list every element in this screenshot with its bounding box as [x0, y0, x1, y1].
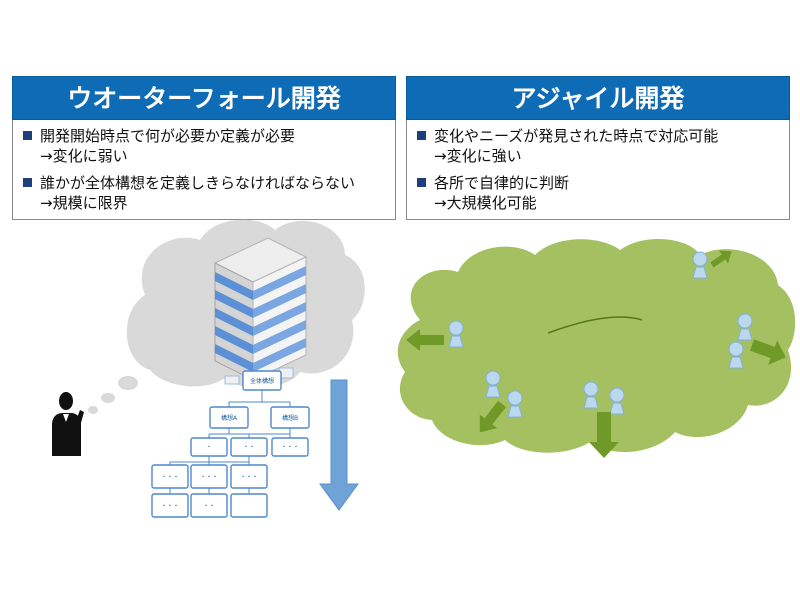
waterfall-point-2: 誰かが全体構想を定義しきらなければならない →規模に限界	[23, 173, 389, 213]
tree-node-label: ・・・	[161, 474, 179, 481]
person-icon	[485, 370, 501, 398]
down-arrow-icon	[319, 379, 359, 511]
person-icon	[737, 313, 753, 341]
tree-node-labels: 全体構想 構想A 構想B ・ ・・ ・・・ ・・・ ・・・ ・・・ ・・・ ・・	[161, 377, 299, 510]
waterfall-title: ウオーターフォール開発	[12, 76, 396, 120]
square-bullet-icon	[23, 131, 32, 140]
tree-node-label: ・・・	[240, 474, 258, 481]
arrow-up-right-icon	[710, 250, 732, 268]
arrow-down-left-icon	[479, 400, 506, 433]
tree-node-label: ・・・	[200, 474, 218, 481]
agile-people	[448, 251, 753, 418]
square-bullet-icon	[417, 178, 426, 187]
arrow-down-icon	[589, 412, 619, 458]
agile-point-1: 変化やニーズが発見された時点で対応可能 →変化に強い	[417, 126, 783, 166]
person-icon	[692, 251, 708, 279]
waterfall-panel: ウオーターフォール開発 開発開始時点で何が必要か定義が必要 →変化に弱い 誰かが…	[12, 76, 396, 220]
tree-node-label: ・	[206, 444, 212, 451]
hierarchy-tree	[169, 390, 291, 494]
agile-arrows	[406, 250, 786, 458]
agile-point-1-consequence: →変化に強い	[434, 147, 522, 165]
person-icon	[583, 381, 599, 409]
tree-node-label: ・・	[203, 503, 215, 510]
person-icon	[609, 387, 625, 415]
person-icon	[448, 320, 464, 348]
agile-point-2: 各所で自律的に判断 →大規模化可能	[417, 173, 783, 213]
person-icon	[507, 390, 523, 418]
office-building-icon	[213, 237, 308, 385]
agile-points: 変化やニーズが発見された時点で対応可能 →変化に強い 各所で自律的に判断 →大規…	[406, 120, 790, 220]
thinking-person-icon	[52, 392, 84, 456]
waterfall-points: 開発開始時点で何が必要か定義が必要 →変化に弱い 誰かが全体構想を定義しきらなけ…	[12, 120, 396, 220]
tree-root-label: 全体構想	[250, 377, 274, 385]
tree-nodes	[151, 370, 310, 518]
waterfall-point-1-consequence: →変化に弱い	[40, 147, 128, 165]
agile-field	[397, 239, 796, 453]
tree-node-label: ・・・	[161, 503, 179, 510]
square-bullet-icon	[417, 131, 426, 140]
tree-node-a-label: 構想A	[221, 414, 238, 422]
agile-title: アジャイル開発	[406, 76, 790, 120]
arrow-right-icon	[749, 339, 786, 365]
agile-point-2-consequence: →大規模化可能	[434, 194, 537, 212]
tree-node-label: ・・・	[281, 444, 299, 451]
tree-node-label: ・・	[243, 444, 255, 451]
arrow-left-icon	[406, 329, 444, 351]
waterfall-point-1: 開発開始時点で何が必要か定義が必要 →変化に弱い	[23, 126, 389, 166]
square-bullet-icon	[23, 178, 32, 187]
tree-node-b-label: 構想B	[282, 414, 298, 422]
agile-panel: アジャイル開発 変化やニーズが発見された時点で対応可能 →変化に強い 各所で自律…	[406, 76, 790, 220]
waterfall-point-2-consequence: →規模に限界	[40, 194, 128, 212]
thought-cloud	[88, 219, 365, 414]
person-icon	[728, 341, 744, 369]
